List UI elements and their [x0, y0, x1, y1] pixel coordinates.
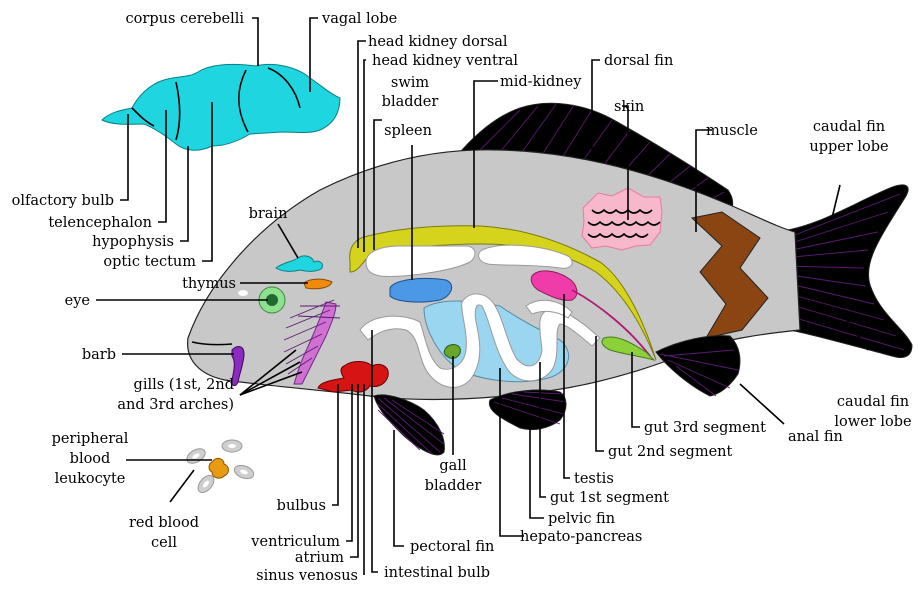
nostril [238, 290, 248, 296]
label-pectoral-fin: pectoral fin [410, 539, 494, 555]
label-mid-kidney: mid-kidney [500, 74, 582, 90]
label-gall-line1: gall [439, 458, 467, 474]
label-head-kidney-dorsal: head kidney dorsal [368, 34, 508, 50]
label-muscle: muscle [706, 123, 758, 139]
label-head-kidney-ventral: head kidney ventral [372, 53, 518, 69]
blood-cells [184, 440, 255, 496]
label-thymus: thymus [182, 276, 236, 292]
label-hepato-pancreas: hepato-pancreas [520, 529, 642, 545]
label-swim-bladder-line2: bladder [382, 94, 439, 110]
label-brain: brain [249, 206, 288, 222]
label-eye: eye [65, 293, 90, 309]
label-gills-line1: gills (1st, 2nd [134, 377, 234, 393]
label-olfactory-bulb: olfactory bulb [12, 193, 114, 209]
label-red-blood-line2: cell [151, 535, 177, 551]
label-caudal-upper-line1: caudal fin [813, 119, 885, 135]
label-spleen: spleen [384, 123, 432, 139]
label-skin: skin [614, 99, 644, 115]
label-anal-fin: anal fin [788, 429, 843, 445]
pectoral-fin [374, 395, 444, 455]
label-gut-2nd: gut 2nd segment [608, 444, 732, 460]
label-gills-line2: and 3rd arches) [117, 397, 234, 413]
label-corpus-cerebelli: corpus cerebelli [126, 11, 245, 27]
label-intestinal-bulb: intestinal bulb [384, 565, 490, 581]
label-peripheral-line3: leukocyte [55, 471, 126, 487]
label-hypophysis: hypophysis [92, 234, 174, 250]
skin-scales [582, 188, 662, 250]
label-atrium: atrium [295, 550, 344, 566]
label-gall-line2: bladder [425, 478, 482, 494]
spleen-organ [390, 278, 452, 302]
brain-enlarged-shape [102, 64, 340, 150]
label-caudal-lower-line2: lower lobe [834, 414, 911, 430]
label-peripheral-line1: peripheral [52, 431, 129, 447]
leukocyte-cell [209, 458, 229, 478]
label-caudal-upper-line2: upper lobe [809, 139, 888, 155]
label-bulbus: bulbus [277, 498, 326, 514]
label-gut-3rd: gut 3rd segment [644, 420, 766, 436]
label-gut-1st: gut 1st segment [550, 490, 669, 506]
label-sinus-venosus: sinus venosus [256, 568, 358, 584]
label-telencephalon: telencephalon [48, 215, 152, 231]
label-vagal-lobe: vagal lobe [321, 11, 397, 27]
label-optic-tectum: optic tectum [103, 254, 196, 270]
label-ventriculum: ventriculum [250, 534, 340, 550]
pelvic-fin [489, 390, 566, 430]
label-peripheral-line2: blood [70, 451, 111, 467]
label-swim-bladder-line1: swim [391, 75, 429, 91]
label-testis: testis [574, 471, 614, 487]
label-red-blood-line1: red blood [129, 515, 199, 531]
label-caudal-lower-line1: caudal fin [837, 394, 909, 410]
skin-scale-patch [582, 188, 662, 250]
label-pelvic-fin: pelvic fin [548, 511, 615, 527]
brain-enlarged [102, 64, 340, 150]
label-barb: barb [82, 347, 116, 363]
label-dorsal-fin: dorsal fin [604, 53, 673, 69]
